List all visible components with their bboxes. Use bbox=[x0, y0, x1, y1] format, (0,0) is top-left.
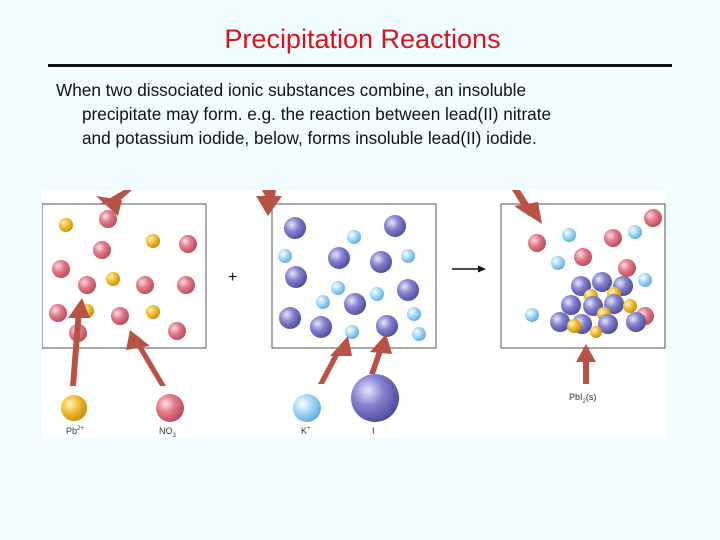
arrow-top-head-1 bbox=[96, 196, 122, 216]
body-line-3: and potassium iodide, below, forms insol… bbox=[82, 128, 537, 148]
reaction-diagram: + bbox=[42, 190, 666, 438]
pointer-arrows bbox=[68, 190, 596, 386]
potassium-iodide-ions bbox=[278, 215, 426, 341]
plus-sign: + bbox=[228, 269, 237, 286]
lead-ion-sample bbox=[61, 395, 87, 421]
spectator-ions bbox=[525, 209, 662, 325]
label-potassium-ion: K+ bbox=[301, 426, 311, 436]
label-lead-iodide: PbI2(s) bbox=[569, 392, 596, 405]
title-underline bbox=[48, 64, 672, 67]
body-line-1: When two dissociated ionic substances co… bbox=[56, 80, 527, 100]
iodide-ion-sample bbox=[351, 374, 399, 422]
slide-title: Precipitation Reactions bbox=[224, 24, 501, 54]
ion-key bbox=[61, 374, 399, 422]
potassium-ion-sample bbox=[293, 394, 321, 422]
label-iodide-ion: I bbox=[372, 426, 375, 436]
label-nitrate-ion: NO3 bbox=[159, 426, 177, 438]
lead-iodide-precipitate bbox=[550, 272, 646, 338]
body-line-2: precipitate may form. e.g. the reaction … bbox=[82, 104, 552, 124]
label-lead-ion: Pb2+ bbox=[66, 426, 84, 436]
nitrate-ion-sample bbox=[156, 394, 184, 422]
body-text: When two dissociated ionic substances co… bbox=[56, 78, 666, 150]
reaction-arrow-icon bbox=[452, 265, 486, 273]
reaction-figure: + bbox=[42, 190, 666, 438]
